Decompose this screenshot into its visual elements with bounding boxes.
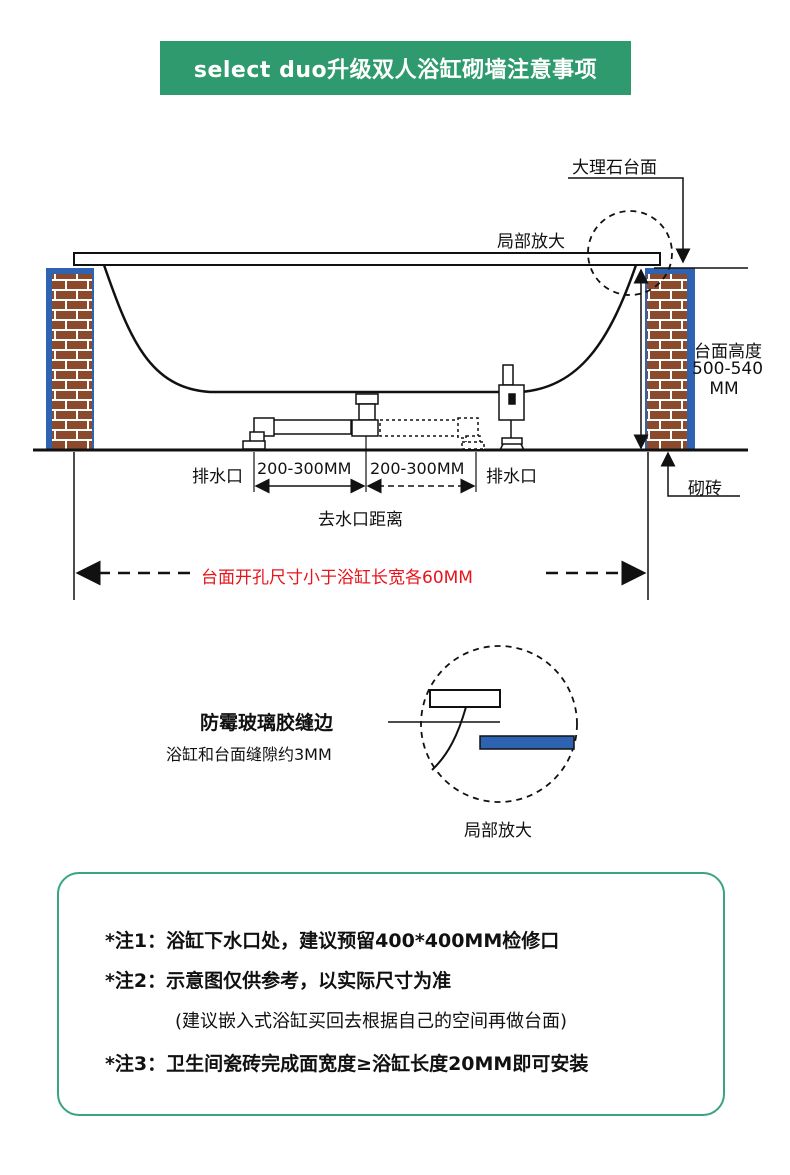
counter-height-value: 500-540 [692,359,764,379]
drain-distance-label: 去水口距离 [318,510,403,530]
marble-counter-label: 大理石台面 [572,158,657,178]
note-2-sub: (建议嵌入式浴缸买回去根据自己的空间再做台面) [175,1011,568,1032]
drain-left-label: 排水口 [192,467,243,487]
brick-leader [660,451,740,497]
marble-leader [568,177,691,264]
note-3: *注3：卫生间瓷砖完成面宽度≥浴缸长度20MM即可安装 [105,1053,589,1075]
opening-note: 台面开孔尺寸小于浴缸长宽各60MM [201,568,473,588]
drain-assembly [242,393,485,450]
page-title: select duo升级双人浴缸砌墙注意事项 [160,41,631,95]
sealant-title: 防霉玻璃胶缝边 [200,712,334,734]
drain-right-label: 排水口 [486,467,537,487]
partial-zoom-label-bottom: 局部放大 [464,821,532,841]
zoom-detail-bottom [388,645,578,803]
sealant-sub: 浴缸和台面缝隙约3MM [166,745,332,764]
adjustable-foot [498,364,525,451]
brick-label: 砌砖 [688,479,722,499]
marble-countertop [73,252,661,266]
dist-left-label: 200-300MM [257,459,352,478]
note-1: *注1：浴缸下水口处，建议预留400*400MM检修口 [105,930,560,952]
dist-right-label: 200-300MM [370,459,465,478]
counter-height-unit: MM [709,379,739,399]
left-brick-wall [46,268,94,450]
note-2: *注2：示意图仅供参考，以实际尺寸为准 [105,970,452,992]
notes-box: *注1：浴缸下水口处，建议预留400*400MM检修口 *注2：示意图仅供参考，… [57,872,725,1116]
partial-zoom-label-top: 局部放大 [497,232,565,252]
counter-height-title: 台面高度 [694,342,762,362]
zoom-circle-top [587,210,673,296]
bathtub-shell [102,264,638,394]
right-brick-wall [645,268,695,450]
